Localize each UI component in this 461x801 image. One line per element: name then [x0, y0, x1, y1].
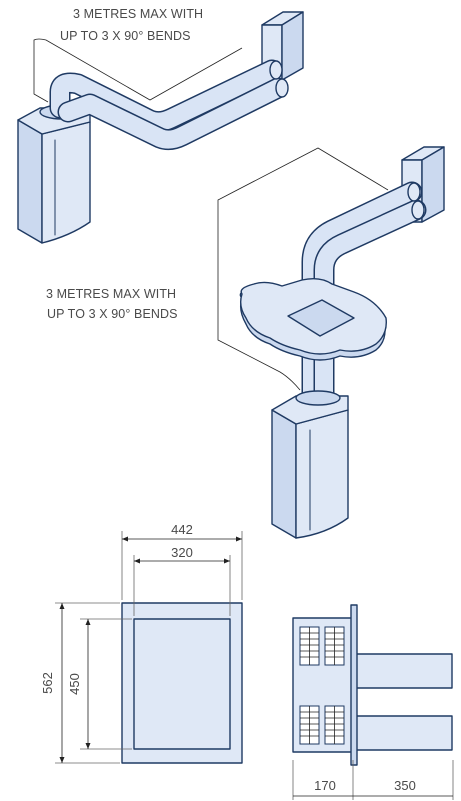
boiler-unit-1 [17, 104, 91, 244]
dim-width-inner: 320 [171, 545, 193, 560]
dim-height-inner: 450 [67, 673, 82, 695]
dim-depth-unit: 170 [314, 778, 336, 793]
side-flue-lower [355, 715, 453, 751]
ceiling-slab [239, 277, 387, 361]
caption-2-line-1: 3 METRES MAX WITH [46, 287, 176, 301]
diagram-horizontal-flue: 3 METRES MAX WITH UP TO 3 X 90° BENDS [17, 7, 304, 244]
side-flue-upper [355, 653, 453, 689]
boiler-unit-2 [271, 390, 349, 539]
dimension-line-2 [217, 147, 389, 391]
dim-width-outer: 442 [171, 522, 193, 537]
side-view-wall-plate [350, 604, 358, 766]
dim-height-outer: 562 [40, 672, 55, 694]
caption-1-line-1: 3 METRES MAX WITH [73, 7, 203, 21]
dimension-line-1 [33, 38, 243, 103]
flue-pipes-2 [301, 181, 427, 406]
side-view-grilles [299, 626, 345, 745]
front-view: 442 320 562 450 [40, 522, 243, 764]
diagram-vertical-flue: 3 METRES MAX WITH UP TO 3 X 90° BENDS [46, 146, 445, 539]
front-view-inner-panel [133, 618, 231, 750]
dim-depth-flue: 350 [394, 778, 416, 793]
caption-1-line-2: UP TO 3 X 90° BENDS [60, 29, 191, 43]
flue-pipes-1 [49, 59, 289, 151]
caption-2-line-2: UP TO 3 X 90° BENDS [47, 307, 178, 321]
side-view: 170 350 [292, 604, 454, 800]
